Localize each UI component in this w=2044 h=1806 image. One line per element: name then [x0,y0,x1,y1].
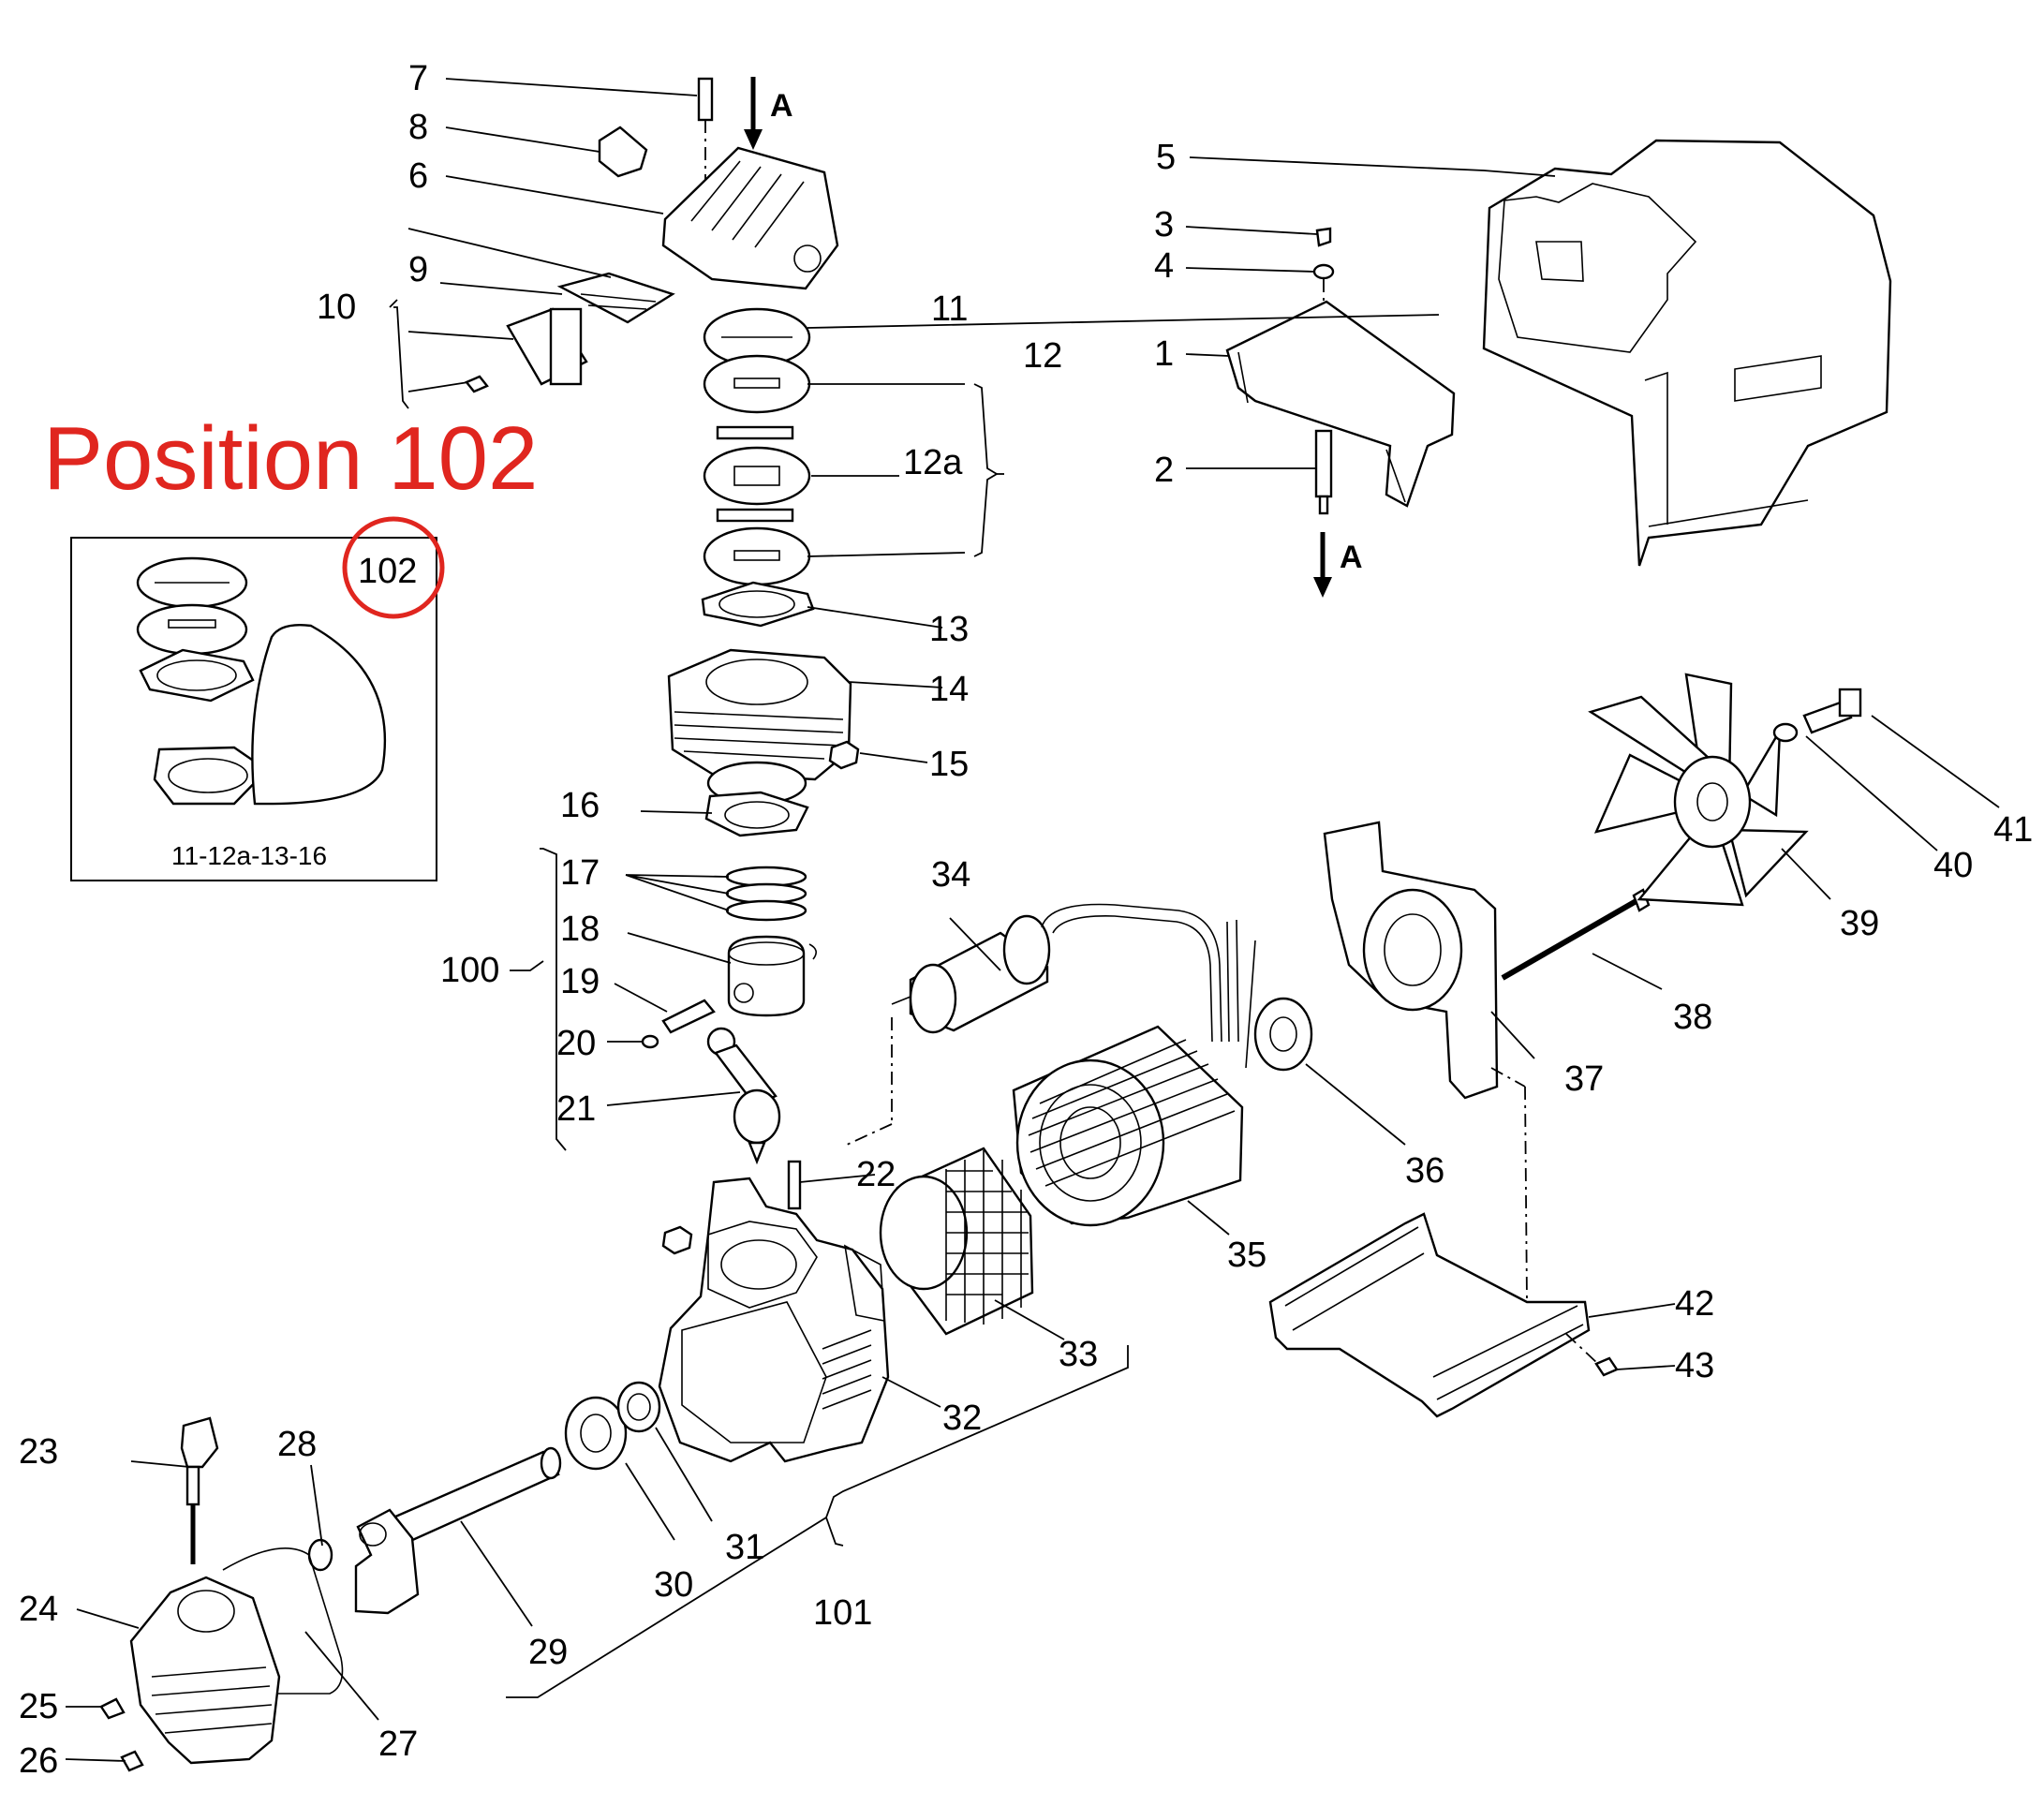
part-label: 31 [725,1528,764,1567]
cover-assembly [1225,139,1892,567]
part-label: 19 [560,962,600,1001]
part-label: 5 [1156,138,1176,177]
part-label: 42 [1675,1284,1714,1324]
gasket-kit-illustration [136,556,387,806]
part-label: 14 [929,670,969,709]
part-label: 1 [1154,334,1174,374]
part-label: 35 [1227,1236,1266,1275]
part-labels: 7 8 6 9 10 11 12a 12 13 14 15 5 3 4 1 2 … [19,59,2033,1781]
callout-title: Position 102 [43,408,538,509]
part-label: 101 [813,1593,872,1633]
crankcase-group [99,1160,890,1772]
leader-lines [65,78,2000,1762]
part-label: 37 [1564,1059,1604,1099]
section-marker-top: A [744,77,793,150]
callout-box [70,537,437,881]
part-label: 26 [19,1741,58,1781]
part-label: 10 [317,288,356,327]
part-label: 34 [931,855,970,895]
part-label: 6 [408,156,428,196]
part-label: 43 [1675,1346,1714,1385]
part-label: 2 [1154,451,1174,490]
part-label: 9 [408,250,428,289]
part-label: 21 [556,1089,596,1129]
part-label: 4 [1154,246,1174,286]
part-label: 12 [1023,336,1062,376]
part-label: 17 [560,853,600,893]
part-label: 100 [440,951,499,990]
part-label: 20 [556,1024,596,1063]
part-label: 24 [19,1590,58,1629]
part-label: 36 [1405,1151,1444,1191]
part-label: 39 [1840,904,1879,943]
part-label: 18 [560,910,600,949]
callout-number: 102 [358,552,417,591]
part-label: 33 [1059,1335,1098,1374]
part-label: 30 [654,1565,693,1605]
part-label: 28 [277,1425,317,1464]
part-label: 11 [931,289,968,329]
part-label: 29 [528,1633,568,1672]
section-marker-bottom: A [1313,532,1363,598]
part-label: 12a [903,443,963,482]
part-label: 7 [408,59,428,98]
cylinder-head-group [465,77,860,1165]
part-label: 38 [1673,998,1712,1037]
fan-blades [1588,673,1809,907]
part-label: 27 [378,1725,418,1764]
callout-caption: 11-12a-13-16 [171,841,327,870]
section-marker-letter-bottom: A [1340,540,1363,575]
part-label: 8 [408,108,428,147]
part-label: 23 [19,1432,58,1472]
base-plate [1268,1212,1619,1418]
callout-marker-circle [342,516,445,619]
part-label: 3 [1154,205,1174,244]
part-label: 15 [929,745,969,784]
part-label: 40 [1933,846,1973,885]
motor-group [846,673,1862,1336]
part-label: 16 [560,786,600,825]
part-label: 32 [942,1399,982,1438]
section-marker-letter-top: A [770,88,793,124]
part-label: 13 [929,610,969,649]
part-label: 22 [856,1155,896,1194]
part-label: 41 [1993,810,2033,850]
part-label: 25 [19,1687,58,1726]
